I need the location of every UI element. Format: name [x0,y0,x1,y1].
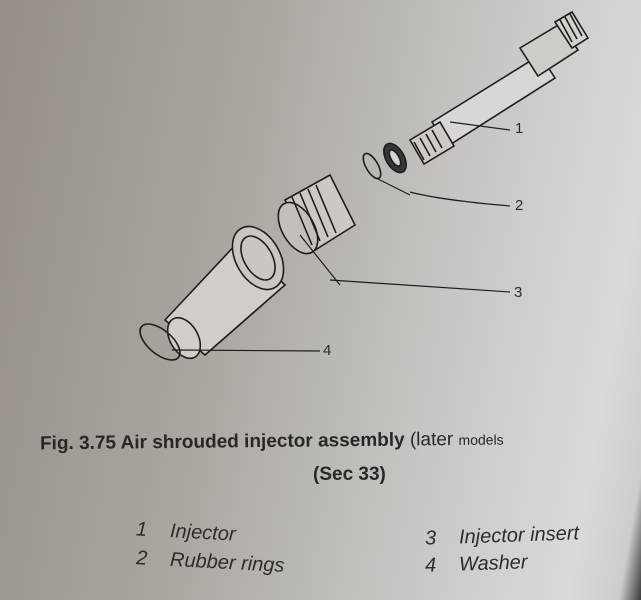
key-item-3: 3 Injector insert [425,522,580,550]
key-item-1: 1 Injector [135,518,237,546]
key-label: Injector [169,520,237,546]
rubber-ring-upper [362,152,382,180]
key-number: 2 [135,547,148,570]
caption-paren: (later [409,429,454,451]
caption-title: Fig. 3.75 Air shrouded injector assembly [39,429,405,455]
figure-caption: Fig. 3.75 Air shrouded injector assembly… [40,427,641,456]
key-label: Injector insert [458,522,580,549]
key-label: Washer [458,551,528,576]
callout-3: 3 [514,284,523,301]
sealing-ring-lower [139,323,181,361]
caption-section: (Sec 33) [313,464,386,485]
injector-insert-part [277,173,357,255]
key-number: 3 [424,527,437,550]
key-label: Rubber rings [169,548,286,577]
key-item-2: 2 Rubber rings [135,547,285,578]
washer-part [383,142,407,174]
callout-1: 1 [515,120,524,137]
shroud-part [163,225,287,360]
injector-part [408,10,590,166]
injector-assembly-diagram [139,10,590,361]
key-item-4: 4 Washer [425,551,528,578]
callout-4: 4 [323,342,332,359]
key-number: 1 [135,518,148,541]
key-number: 4 [424,554,437,577]
caption-paren-models: models [458,431,504,448]
callout-2: 2 [515,197,524,214]
